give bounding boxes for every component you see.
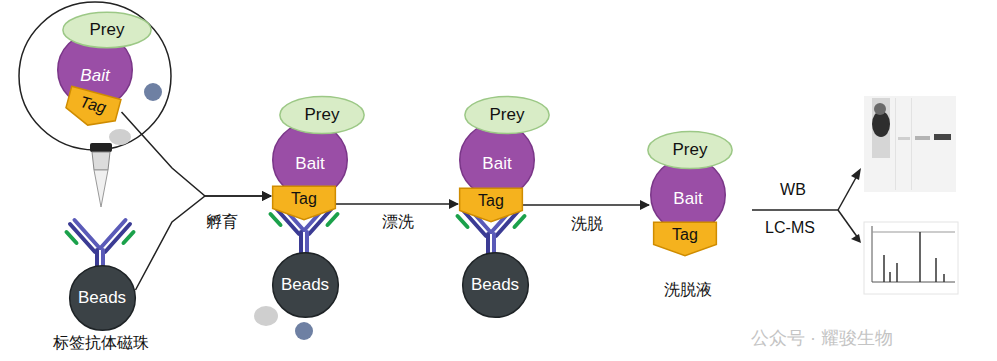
grey-protein	[109, 129, 131, 145]
process-arrow	[136, 196, 272, 290]
bead-node: Beads	[462, 252, 529, 318]
method-label: LC-MS	[765, 218, 815, 237]
process-arrow	[122, 112, 271, 196]
pipette-band	[90, 143, 112, 152]
tag-shape	[654, 222, 717, 255]
magnetic-bead	[69, 266, 135, 331]
node-text: Tag	[672, 226, 698, 244]
node-text: Beads	[281, 276, 329, 295]
prey-node: Prey	[647, 131, 733, 169]
bait-circle	[460, 123, 534, 197]
caption-label: 洗脱液	[664, 280, 712, 299]
prey-node: Prey	[279, 96, 365, 134]
arrow-head	[851, 168, 861, 180]
step-label: 漂洗	[380, 212, 416, 231]
process-arrow	[523, 204, 649, 206]
step-label: 孵育	[204, 212, 240, 231]
method-label: WB	[780, 180, 806, 199]
prey-node: Prey	[62, 12, 152, 48]
node-text: Beads	[471, 276, 519, 295]
western-blot-image	[864, 96, 956, 192]
prey-ellipse	[280, 96, 364, 133]
tag-shape	[63, 86, 121, 131]
node-text: Tag	[478, 192, 504, 210]
prey-ellipse	[465, 96, 549, 133]
pipette-body	[92, 152, 110, 170]
node-text: Bait	[295, 155, 324, 174]
caption-label: 标签抗体磁珠	[53, 333, 149, 352]
node-text: Bait	[482, 155, 511, 174]
arrow-head	[851, 234, 861, 243]
prey-node: Prey	[464, 96, 550, 134]
lysate-circle	[19, 2, 171, 150]
prey-ellipse	[648, 131, 732, 168]
node-text: Bait	[80, 67, 109, 86]
node-text: Prey	[305, 106, 340, 125]
pipette-tip	[94, 170, 108, 207]
blue-protein	[144, 83, 162, 101]
mass-spectrum-image	[864, 222, 958, 294]
tag-node: Tag	[272, 186, 336, 220]
bead-node: Beads	[272, 252, 339, 318]
bait-circle	[651, 158, 725, 232]
watermark: 公众号 · 耀骏生物	[751, 328, 893, 350]
prey-ellipse	[63, 12, 151, 47]
magnetic-bead	[462, 253, 528, 318]
process-arrow	[336, 203, 458, 205]
antibody	[67, 220, 134, 272]
step-label: 洗脱	[569, 214, 605, 233]
tag-shape	[460, 188, 523, 221]
split-arrow	[752, 174, 858, 238]
tag-node: Tag	[653, 222, 717, 256]
node-text: Prey	[90, 21, 125, 40]
magnetic-bead	[272, 253, 338, 318]
node-text: Prey	[673, 141, 708, 160]
node-text: Bait	[673, 190, 702, 209]
tag-node: Tag	[459, 188, 523, 222]
tag-shape	[273, 186, 336, 219]
grey-protein	[254, 306, 278, 326]
node-text: Prey	[490, 106, 525, 125]
node-text: Beads	[78, 289, 126, 308]
blue-protein	[295, 322, 313, 340]
bead-node: Beads	[69, 265, 136, 331]
node-text: Tag	[291, 190, 317, 208]
